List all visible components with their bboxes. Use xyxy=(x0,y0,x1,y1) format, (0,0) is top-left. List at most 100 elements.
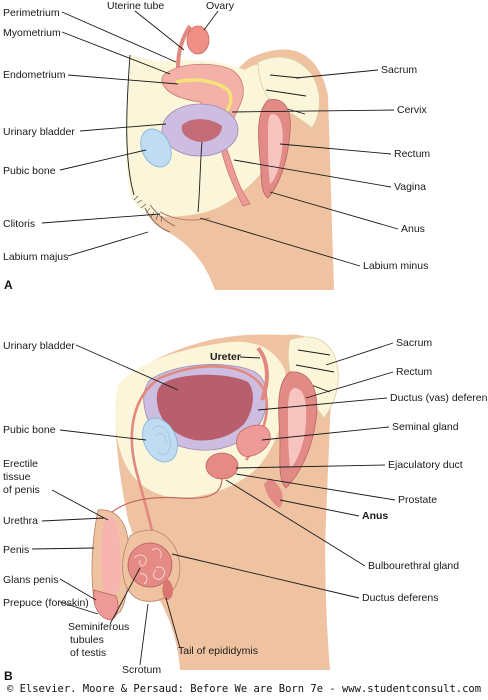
uterine-tube xyxy=(176,24,192,69)
labium-minus xyxy=(159,211,211,221)
label-erectile-3: of penis xyxy=(3,484,40,496)
label-vagina: Vagina xyxy=(394,181,426,193)
leader-uterine-tube xyxy=(134,10,185,51)
male-erectile-tissue xyxy=(101,517,121,596)
label-labium-majus: Labium majus xyxy=(3,251,68,263)
male-bladder-lumen xyxy=(156,374,253,441)
leader-labium-minus xyxy=(199,217,361,267)
label-pubic-bone-b: Pubic bone xyxy=(3,424,56,436)
leader-perimetrium xyxy=(61,11,177,63)
male-anal-canal xyxy=(264,478,283,508)
label-erectile-1: Erectile xyxy=(3,458,38,470)
ovary xyxy=(186,25,210,55)
label-ejaculatory-duct: Ejaculatory duct xyxy=(388,459,463,471)
female-front-contour xyxy=(126,54,135,196)
label-urethra: Urethra xyxy=(3,515,38,527)
label-erectile-2: tissue xyxy=(3,471,31,483)
male-ductus-deferens-path xyxy=(130,365,269,601)
female-pubic-bone xyxy=(140,128,172,168)
male-rectum-lumen xyxy=(288,388,307,468)
label-uterine-tube: Uterine tube xyxy=(107,0,164,12)
label-pubic-bone-a: Pubic bone xyxy=(3,165,56,177)
label-scrotum: Scrotum xyxy=(122,664,161,676)
leader-anus-b xyxy=(279,499,360,517)
copyright-footer: © Elsevier. Moore & Persaud: Before We a… xyxy=(6,683,482,695)
label-prepuce: Prepuce (foreskin) xyxy=(3,597,89,609)
label-bulbourethral-gland: Bulbourethral gland xyxy=(368,560,459,572)
label-rectum-a: Rectum xyxy=(394,148,430,160)
leader-urinary-bladder-b xyxy=(75,344,179,391)
label-tail-of-epididymis: Tail of epididymis xyxy=(178,645,258,657)
label-anus-a: Anus xyxy=(401,223,425,235)
male-ureter xyxy=(256,346,269,401)
leader-pubic-bone-b xyxy=(59,429,147,441)
leader-prepuce xyxy=(59,601,99,615)
label-cervix: Cervix xyxy=(397,104,428,116)
label-labium-minus: Labium minus xyxy=(363,260,428,272)
female-sacrum-shape xyxy=(257,56,320,129)
leader-labium-majus xyxy=(67,231,149,257)
leader-prostate xyxy=(235,473,396,501)
panel-b-male-pelvis xyxy=(91,334,339,670)
leader-sacrum-b xyxy=(325,342,394,366)
label-ovary: Ovary xyxy=(206,0,235,12)
leader-bulbourethral-gland xyxy=(225,479,366,567)
leader-vagina xyxy=(233,159,392,188)
label-seminiferous-2: tubules xyxy=(70,634,104,646)
leader-ductus-deferens-vas xyxy=(257,397,388,411)
female-bladder-lumen xyxy=(181,119,222,142)
label-urinary-bladder-a: Urinary bladder xyxy=(3,126,75,138)
label-myometrium: Myometrium xyxy=(3,27,61,39)
male-seminiferous-tubules xyxy=(133,548,165,585)
label-sacrum-a: Sacrum xyxy=(381,64,417,76)
leader-anus-a xyxy=(269,191,399,230)
male-tail-of-epididymis xyxy=(162,578,174,600)
label-seminiferous-1: Seminiferous xyxy=(68,621,129,633)
male-glans xyxy=(93,589,119,621)
leader-myometrium xyxy=(61,31,171,75)
leader-tail-of-epididymis xyxy=(165,597,181,649)
label-prostate: Prostate xyxy=(398,494,437,506)
leader-seminiferous xyxy=(109,567,141,625)
label-sacrum-b: Sacrum xyxy=(396,337,432,349)
male-prostate xyxy=(205,452,239,480)
leader-ovary xyxy=(203,10,219,31)
leader-pubic-bone-a xyxy=(59,149,147,171)
label-seminal-gland: Seminal gland xyxy=(392,421,459,433)
panel-a-female-pelvis xyxy=(125,24,334,290)
male-seminal-gland xyxy=(236,424,271,457)
label-ductus-deferens: Ductus deferens xyxy=(362,592,438,604)
labium-majus xyxy=(144,204,176,233)
leader-cervix xyxy=(231,109,395,113)
male-testis xyxy=(127,542,173,588)
label-penis: Penis xyxy=(3,544,29,556)
label-clitoris: Clitoris xyxy=(3,218,35,230)
label-glans-penis: Glans penis xyxy=(3,574,58,586)
leader-rectum-a xyxy=(279,143,392,155)
leader-ductus-deferens xyxy=(171,553,360,599)
panel-a-letter: A xyxy=(4,278,13,292)
leader-urinary-bladder-a xyxy=(79,123,167,132)
leader-urethra xyxy=(41,517,105,522)
label-urinary-bladder-b: Urinary bladder xyxy=(3,340,75,352)
leader-scrotum xyxy=(139,603,149,666)
label-endometrium: Endometrium xyxy=(3,69,66,81)
leader-erectile xyxy=(51,489,109,521)
label-perimetrium: Perimetrium xyxy=(3,7,60,19)
label-seminiferous-3: of testis xyxy=(70,647,106,659)
female-urethra xyxy=(197,141,203,213)
panel-b-labels: B Urinary bladder Ureter Sacrum Rectum D… xyxy=(3,337,488,683)
male-sacrum-shape xyxy=(287,336,339,419)
leader-ejaculatory-duct xyxy=(235,464,386,469)
label-ureter: Ureter xyxy=(210,351,241,363)
leader-seminal-gland xyxy=(261,426,390,441)
leader-penis xyxy=(31,547,95,550)
leader-rectum-b xyxy=(305,371,394,399)
endometrium xyxy=(175,78,233,114)
leader-clitoris xyxy=(41,213,161,224)
leader-sacrum-a xyxy=(295,69,379,79)
leader-endometrium xyxy=(67,74,179,85)
panel-a-labels: A Uterine tube Ovary Perimetrium Myometr… xyxy=(3,0,430,292)
leader-ureter xyxy=(239,356,261,359)
